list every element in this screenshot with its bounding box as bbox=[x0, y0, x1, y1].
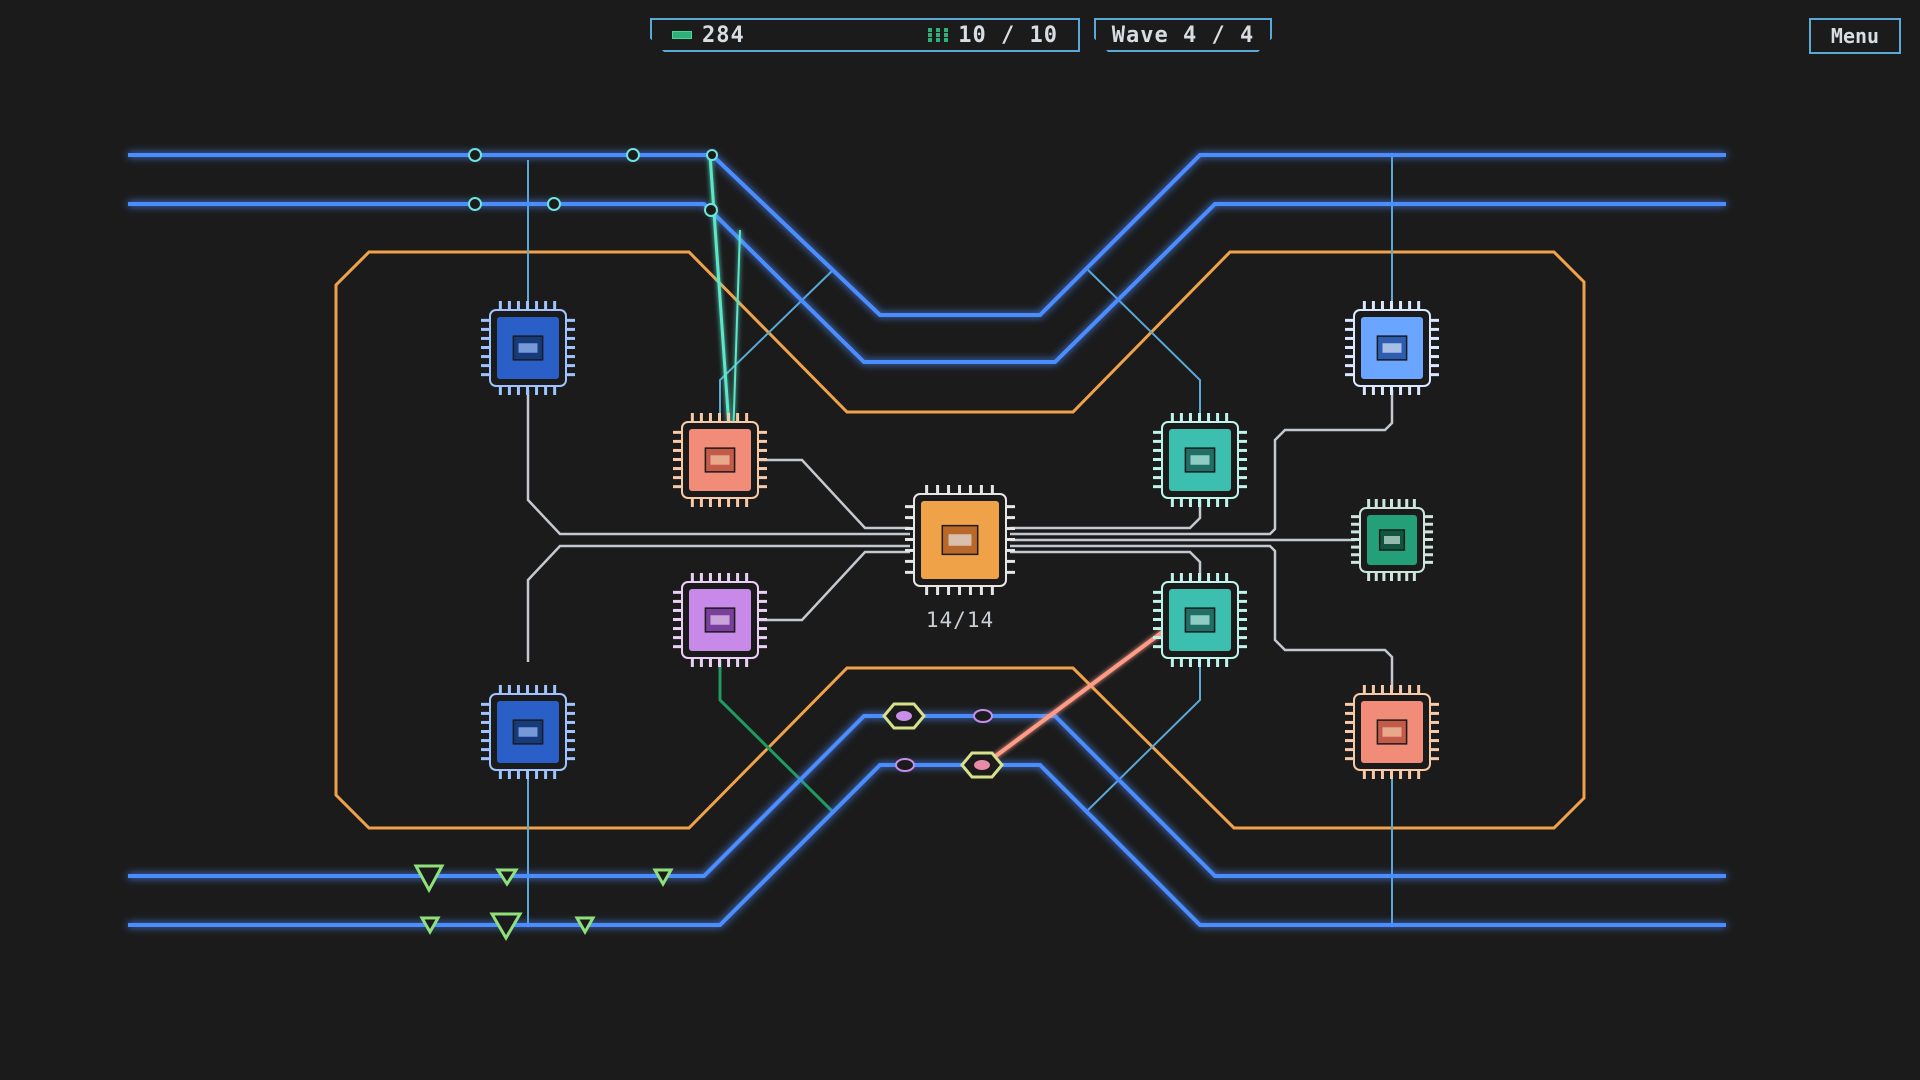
chip-detail bbox=[1190, 615, 1210, 625]
tower-links bbox=[527, 155, 1393, 925]
chip-pins bbox=[1153, 573, 1247, 667]
enemy-triangle bbox=[574, 916, 596, 936]
tower-salmon-left[interactable] bbox=[673, 413, 767, 507]
enemy-triangle bbox=[419, 916, 441, 936]
chip-pins bbox=[481, 301, 575, 395]
circuit-wires bbox=[526, 390, 1394, 690]
chip-detail bbox=[1384, 536, 1400, 544]
chip-pins bbox=[1345, 301, 1439, 395]
core-processor[interactable] bbox=[905, 485, 1015, 595]
track-bottom-2 bbox=[128, 763, 1726, 927]
battery-icon bbox=[672, 31, 692, 39]
zone-left bbox=[334, 250, 1586, 830]
core-integrity-label: 14/14 bbox=[925, 608, 995, 632]
chip-detail bbox=[948, 534, 972, 546]
tower-purple-left[interactable] bbox=[673, 573, 767, 667]
track-bottom-1 bbox=[128, 714, 1726, 878]
tower-blue-top-left[interactable] bbox=[481, 301, 575, 395]
chip-detail bbox=[518, 343, 538, 353]
tower-green-right[interactable] bbox=[1351, 499, 1433, 581]
tower-blue-bottom-left[interactable] bbox=[481, 685, 575, 779]
tower-teal-upper[interactable] bbox=[1153, 413, 1247, 507]
zone-outline bbox=[334, 250, 1586, 830]
enemy-eye bbox=[895, 758, 915, 772]
grid-icon bbox=[928, 28, 949, 42]
enemy-triangle bbox=[495, 868, 519, 887]
capacity-stat: 10 / 10 bbox=[928, 23, 1058, 48]
chip-detail bbox=[518, 727, 538, 737]
tower-salmon-right[interactable] bbox=[1345, 685, 1439, 779]
chip-detail bbox=[1382, 727, 1402, 737]
chip-detail bbox=[1190, 455, 1210, 465]
enemy-ring bbox=[626, 148, 640, 162]
chip-pins bbox=[673, 573, 767, 667]
chip-pins bbox=[481, 685, 575, 779]
enemies-top bbox=[468, 148, 718, 217]
chip-pins bbox=[1345, 685, 1439, 779]
enemy-ring bbox=[468, 197, 482, 211]
enemy-eye bbox=[896, 711, 912, 721]
enemies-bottom bbox=[413, 864, 674, 941]
chip-pins bbox=[905, 485, 1015, 595]
enemy-triangle bbox=[652, 868, 674, 888]
enemy-ring bbox=[468, 148, 482, 162]
wave-indicator: Wave 4 / 4 bbox=[1094, 18, 1272, 52]
chip-pins bbox=[673, 413, 767, 507]
enemy-eye bbox=[973, 709, 993, 723]
enemy-tracks bbox=[128, 153, 1726, 927]
enemies-middle bbox=[882, 702, 1004, 779]
wave-label: Wave 4 / 4 bbox=[1111, 22, 1255, 48]
green-link bbox=[718, 660, 835, 814]
track-top-2 bbox=[128, 202, 1726, 364]
enemy-ring bbox=[547, 197, 561, 211]
track-top-1 bbox=[128, 153, 1726, 317]
chip-pins bbox=[1351, 499, 1433, 581]
chip-detail bbox=[710, 455, 730, 465]
enemy-eye bbox=[974, 760, 990, 770]
capacity-value: 10 / 10 bbox=[958, 22, 1058, 48]
menu-button[interactable]: Menu bbox=[1809, 18, 1901, 54]
enemy-triangle bbox=[489, 912, 523, 941]
chip-detail bbox=[710, 615, 730, 625]
credits-stat: 284 bbox=[672, 23, 745, 48]
enemy-ring bbox=[704, 203, 718, 217]
resource-bar: 284 10 / 10 bbox=[650, 18, 1080, 52]
tower-blue-right[interactable] bbox=[1345, 301, 1439, 395]
chip-pins bbox=[1153, 413, 1247, 507]
credits-value: 284 bbox=[702, 22, 745, 48]
tower-teal-lower[interactable] bbox=[1153, 573, 1247, 667]
enemy-ring bbox=[706, 149, 718, 161]
enemy-triangle bbox=[413, 864, 445, 894]
chip-detail bbox=[1382, 343, 1402, 353]
